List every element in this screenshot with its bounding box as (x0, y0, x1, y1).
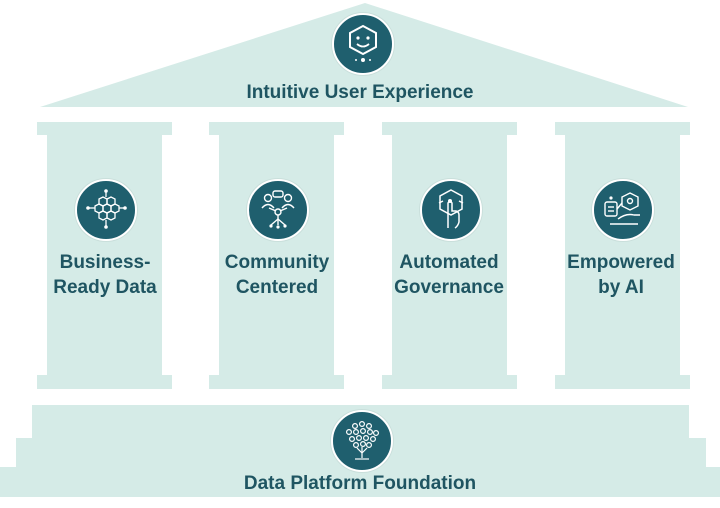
pillar-2-capital (209, 122, 344, 135)
data-network-icon (86, 189, 127, 229)
smiley-robot-icon (349, 24, 377, 62)
pillar-2-label: Community Centered (212, 250, 342, 300)
pillar-1-label-line2: Ready Data (53, 277, 157, 298)
pillar-1-icon-badge (75, 179, 137, 241)
pillar-4-capital (555, 122, 690, 135)
pillar-2-label-line2: Centered (235, 277, 319, 298)
pillar-2-base (209, 375, 344, 389)
pillar-2-icon-badge (247, 179, 309, 241)
pillar-3-label-line2: Governance (394, 277, 504, 298)
pillar-1-label: Business- Ready Data (40, 250, 170, 300)
pillar-3-label: Automated Governance (384, 250, 514, 300)
pillar-4-label: Empowered by AI (556, 250, 686, 300)
hand-touch-icon (438, 189, 464, 229)
pillar-4-shaft (565, 135, 680, 375)
roof-icon-badge (332, 13, 394, 75)
roof-title: Intuitive User Experience (246, 82, 474, 103)
foundation-icon-badge (331, 410, 393, 472)
pillar-4-label-line1: Empowered (567, 252, 675, 273)
pillar-3-shaft (392, 135, 507, 375)
pillar-4-base (555, 375, 690, 389)
ai-robot-icon (604, 192, 640, 225)
foundation-title: Data Platform Foundation (243, 473, 477, 494)
pillar-1-label-line1: Business- (59, 252, 151, 273)
data-tree-icon (346, 421, 379, 460)
pillar-3-base (382, 375, 517, 389)
pillar-2-label-line1: Community (224, 252, 330, 273)
pillar-3-capital (382, 122, 517, 135)
pillar-4-icon-badge (592, 179, 654, 241)
pillar-3-icon-badge (420, 179, 482, 241)
pillar-3-label-line1: Automated (399, 252, 499, 273)
pillar-1-capital (37, 122, 172, 135)
pillar-4-label-line2: by AI (598, 277, 644, 298)
pillar-1-shaft (47, 135, 162, 375)
pillar-2-shaft (219, 135, 334, 375)
pillar-1-base (37, 375, 172, 389)
community-people-icon (261, 190, 295, 229)
foundation-step-bottom (0, 467, 720, 497)
